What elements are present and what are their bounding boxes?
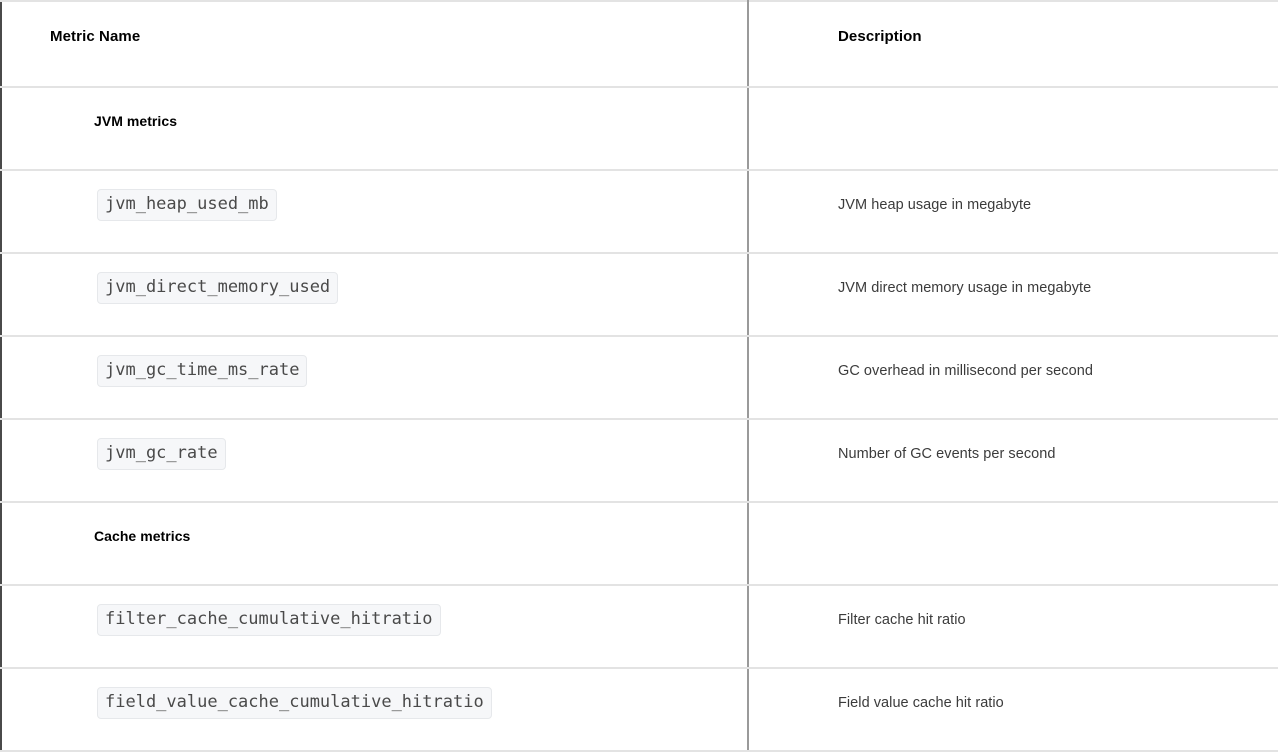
table-header-row: Metric Name Description <box>0 0 1278 88</box>
column-header-metric-name-label: Metric Name <box>50 28 141 45</box>
section-description-cell-cache-metrics <box>747 502 1278 586</box>
metric-name-cell: jvm_gc_time_ms_rate <box>0 336 749 420</box>
column-header-description-label: Description <box>838 28 922 45</box>
section-title-cell-cache-metrics: Cache metrics <box>0 502 749 586</box>
section-description-cell-jvm-metrics <box>747 87 1278 171</box>
metric-name-chip-wrap: filter_cache_cumulative_hitratio <box>2 586 747 636</box>
metric-name-cell: jvm_gc_rate <box>0 419 749 503</box>
metric-name-cell: field_value_cache_cumulative_hitratio <box>0 668 749 752</box>
table-row: jvm_gc_time_ms_rate GC overhead in milli… <box>0 336 1278 420</box>
metric-description-text: JVM heap usage in megabyte <box>838 197 1032 213</box>
table-row: jvm_heap_used_mb JVM heap usage in megab… <box>0 170 1278 254</box>
metric-description-cell: GC overhead in millisecond per second <box>747 336 1278 420</box>
metric-name-code: jvm_heap_used_mb <box>97 189 277 221</box>
metric-name-code: field_value_cache_cumulative_hitratio <box>97 687 492 719</box>
metric-name-code: jvm_gc_time_ms_rate <box>97 355 308 387</box>
table-body: JVM metrics jvm_heap_used_mb JVM heap us… <box>0 87 1278 752</box>
metric-description-cell: Filter cache hit ratio <box>747 585 1278 669</box>
table-row: field_value_cache_cumulative_hitratio Fi… <box>0 668 1278 752</box>
metric-description-cell: Field value cache hit ratio <box>747 668 1278 752</box>
metric-name-code: filter_cache_cumulative_hitratio <box>97 604 441 636</box>
section-header-row-cache-metrics: Cache metrics <box>0 502 1278 586</box>
table-row: jvm_gc_rate Number of GC events per seco… <box>0 419 1278 503</box>
metric-name-chip-wrap: field_value_cache_cumulative_hitratio <box>2 669 747 719</box>
metric-description-text: JVM direct memory usage in megabyte <box>838 280 1092 296</box>
column-header-description: Description <box>747 0 1278 88</box>
metric-description-cell: JVM heap usage in megabyte <box>747 170 1278 254</box>
section-header-row-jvm-metrics: JVM metrics <box>0 87 1278 171</box>
table-row: filter_cache_cumulative_hitratio Filter … <box>0 585 1278 669</box>
metric-name-code: jvm_gc_rate <box>97 438 226 470</box>
metric-name-cell: filter_cache_cumulative_hitratio <box>0 585 749 669</box>
metric-name-chip-wrap: jvm_direct_memory_used <box>2 254 747 304</box>
section-title-jvm-metrics: JVM metrics <box>94 113 178 129</box>
section-description-jvm-metrics <box>749 88 1278 112</box>
metric-name-chip-wrap: jvm_gc_rate <box>2 420 747 470</box>
metric-name-code: jvm_direct_memory_used <box>97 272 339 304</box>
metric-name-chip-wrap: jvm_heap_used_mb <box>2 171 747 221</box>
section-title-cache-metrics: Cache metrics <box>94 528 191 544</box>
metric-description-text: Filter cache hit ratio <box>838 612 966 628</box>
column-header-metric-name: Metric Name <box>0 0 749 88</box>
metric-description-text: Field value cache hit ratio <box>838 695 1004 711</box>
section-description-cache-metrics <box>749 503 1278 527</box>
section-title-cell-jvm-metrics: JVM metrics <box>0 87 749 171</box>
table-head: Metric Name Description <box>0 0 1278 88</box>
metric-description-text: Number of GC events per second <box>838 446 1056 462</box>
metric-name-chip-wrap: jvm_gc_time_ms_rate <box>2 337 747 387</box>
metric-name-cell: jvm_direct_memory_used <box>0 253 749 337</box>
metric-description-cell: Number of GC events per second <box>747 419 1278 503</box>
metric-name-cell: jvm_heap_used_mb <box>0 170 749 254</box>
table-row: jvm_direct_memory_used JVM direct memory… <box>0 253 1278 337</box>
metric-description-text: GC overhead in millisecond per second <box>838 363 1093 379</box>
metric-description-cell: JVM direct memory usage in megabyte <box>747 253 1278 337</box>
